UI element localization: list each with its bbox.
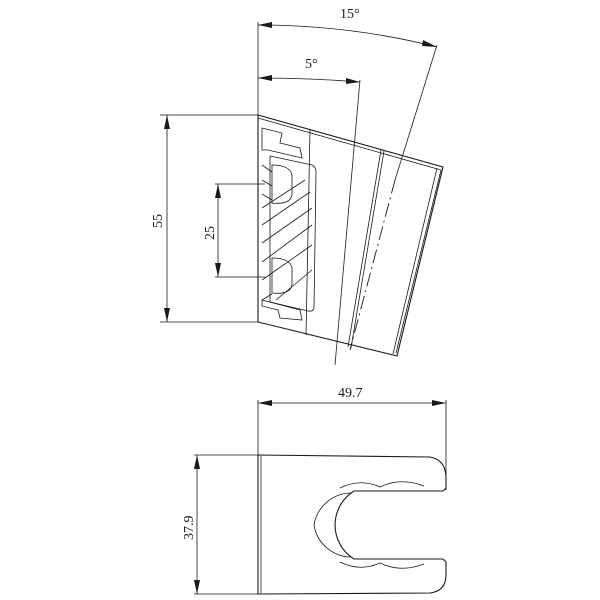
arrowhead: [422, 40, 437, 47]
angle-5-line: [334, 79, 361, 366]
dim-55-label: 55: [151, 214, 166, 228]
dim-37-9-label: 37.9: [182, 516, 197, 541]
holder-body-outline: [257, 114, 444, 357]
arrowhead: [346, 78, 360, 84]
side-view: 15° 5° 55 25: [151, 7, 444, 366]
arrowhead: [215, 263, 221, 277]
bottom-view: 49.7 37.9: [182, 386, 447, 595]
dim-49-7-label: 49.7: [338, 386, 363, 401]
dim-55-lines: [160, 114, 258, 323]
body-edges: [257, 117, 442, 355]
arrowhead: [258, 400, 272, 406]
clip-grip-bumps: [313, 481, 425, 569]
arrowhead: [164, 115, 170, 129]
angle-5-label: 5°: [305, 57, 318, 72]
arrowhead: [432, 400, 446, 406]
angle-15-arc: [257, 24, 438, 48]
angle-15-line: [394, 44, 438, 181]
angle-15-label: 15°: [340, 7, 360, 22]
lower-clip: [261, 299, 303, 321]
arrowhead: [194, 455, 200, 469]
arrowhead: [258, 75, 272, 81]
dim-25-label: 25: [203, 226, 218, 240]
inner-socket: [269, 155, 317, 312]
arrowhead: [194, 580, 200, 594]
clip-outline: [257, 454, 447, 595]
angle-5-arc: [257, 77, 361, 83]
upper-clip: [261, 127, 303, 159]
socket-bulges: [271, 164, 293, 294]
socket-ribs: [261, 164, 313, 301]
arrowhead: [164, 308, 170, 322]
dim-49-7-lines: [257, 400, 447, 490]
center-line: [349, 179, 396, 351]
dim-37-9-lines: [194, 454, 258, 595]
arrowhead: [215, 184, 221, 198]
dim-25-lines: [215, 183, 265, 278]
arrowhead: [258, 22, 272, 28]
